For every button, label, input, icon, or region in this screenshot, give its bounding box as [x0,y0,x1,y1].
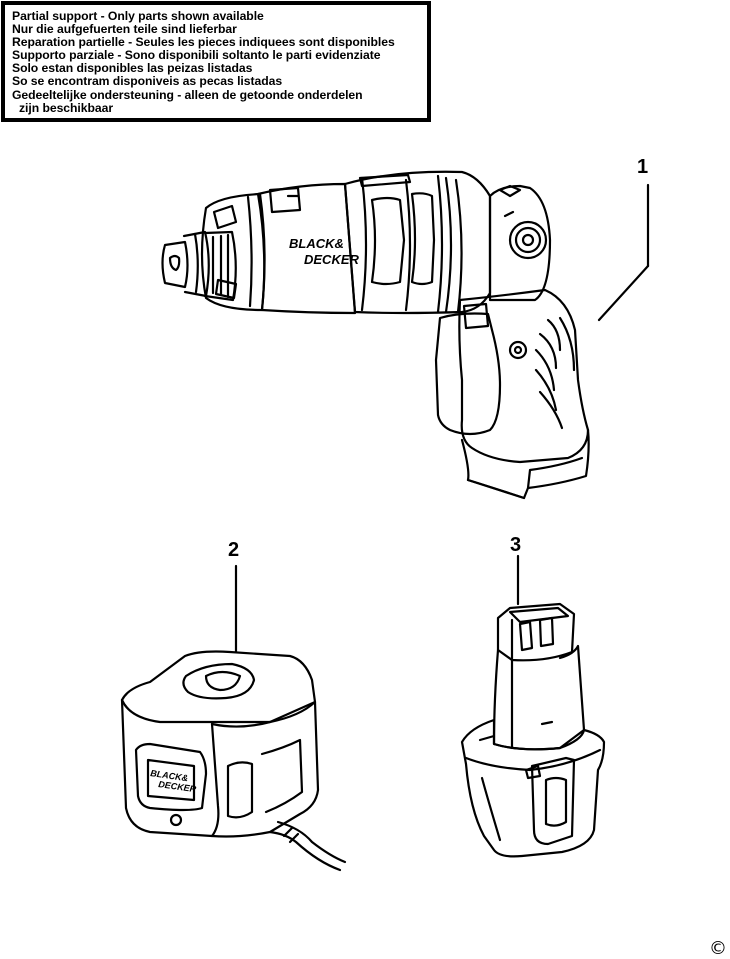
brand-logo: DECKER [304,252,360,267]
brand-logo: DECKER [158,779,198,794]
notice-line: Solo estan disponibles las peizas listad… [12,61,253,76]
notice-line: Nur die aufgefuerten teile sind lieferba… [12,22,237,37]
notice-line: So se encontram disponiveis as pecas lis… [12,74,283,89]
pivot-head [488,184,552,302]
pistol-handle [434,288,590,500]
front-collar [200,192,266,312]
notice-line: Supporto parziale - Sono disponibili sol… [12,48,381,63]
notice-line: Partial support - Only parts shown avail… [12,9,264,23]
screwdriver-drawing: BLACK& DECKER [161,170,650,500]
leader-line [597,264,650,322]
partial-support-notice: Partial support - Only parts shown avail… [1,1,431,122]
motor-housing: BLACK& DECKER [256,182,360,315]
notice-line: Reparation partielle - Seules les pieces… [12,35,395,50]
chuck [161,230,237,302]
part-number-3: 3 [510,534,522,556]
notice-line: zijn beschikbaar [19,100,114,115]
part-number-2: 2 [228,539,240,561]
brand-logo: BLACK& [289,236,344,251]
grip-section [343,170,492,315]
copyright-symbol: © [709,938,727,959]
charger-drawing: BLACK& DECKER [120,564,347,872]
notice-line: Gedeeltelijke ondersteuning - alleen de … [12,87,363,102]
battery-drawing [460,554,606,858]
part-number-1: 1 [637,156,649,178]
